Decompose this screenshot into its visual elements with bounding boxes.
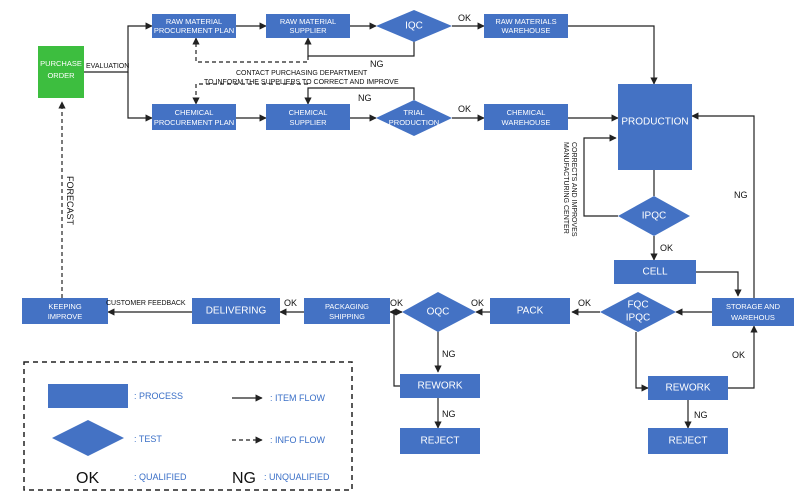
svg-text:CHEMICAL: CHEMICAL [507, 108, 546, 117]
ok-label-ipqc: OK [660, 243, 673, 253]
ok-label-rework-right: OK [732, 350, 745, 360]
trial-production-test: TRIAL PRODUCTION [376, 100, 452, 136]
rework-left: REWORK [400, 374, 480, 398]
svg-text:IQC: IQC [405, 21, 423, 32]
fqc-ipqc-test: FQC IPQC [600, 292, 676, 332]
svg-text:PACK: PACK [517, 306, 544, 317]
svg-text:RAW MATERIAL: RAW MATERIAL [280, 17, 336, 26]
reject-left: REJECT [400, 428, 480, 454]
raw-material-procurement-plan: RAW MATERIAL PROCUREMENT PLAN [152, 14, 236, 38]
connectors [58, 22, 758, 429]
manufacturing-label-line2: CORRECTS AND IMPROVES [570, 142, 577, 237]
storage-and-warehouse: STORAGE AND WAREHOUS [712, 298, 794, 326]
reject-right: REJECT [648, 428, 728, 454]
svg-text:REJECT: REJECT [669, 436, 708, 447]
svg-text:CHEMICAL: CHEMICAL [175, 108, 214, 117]
ng-label-iqc: NG [370, 59, 384, 69]
delivering: DELIVERING [192, 298, 280, 324]
keeping-improve: KEEPING IMPROVE [22, 298, 108, 324]
ok-label-oqc: OK [390, 298, 403, 308]
ng-label-rework-left: NG [442, 409, 456, 419]
legend-process-label: : PROCESS [134, 391, 183, 401]
svg-text:IMPROVE: IMPROVE [48, 312, 83, 321]
svg-text:REWORK: REWORK [418, 381, 463, 392]
ipqc-test: IPQC [618, 196, 690, 236]
forecast-label: FORECAST [65, 176, 75, 226]
evaluation-label: EVALUATION [86, 63, 129, 70]
svg-text:REWORK: REWORK [666, 383, 711, 394]
chemical-warehouse: CHEMICAL WAREHOUSE [484, 104, 568, 130]
svg-text:IPQC: IPQC [642, 211, 666, 222]
legend-item-flow-label: : ITEM FLOW [270, 393, 326, 403]
legend-process-swatch [48, 384, 128, 408]
legend-ok-symbol: OK [76, 470, 99, 487]
contact-label-line2: TO INFORM THE SUPPLIERS TO CORRECT AND I… [204, 79, 399, 86]
packaging-shipping: PACKAGING SHIPPING [304, 298, 390, 324]
chemical-procurement-plan: CHEMICAL PROCUREMENT PLAN [152, 104, 236, 130]
svg-text:OQC: OQC [427, 307, 450, 318]
svg-text:WAREHOUS: WAREHOUS [731, 313, 775, 322]
oqc-test: OQC [402, 292, 476, 332]
svg-text:PACKAGING: PACKAGING [325, 302, 369, 311]
raw-materials-warehouse: RAW MATERIALS WAREHOUSE [484, 14, 568, 38]
legend-frame [23, 361, 353, 491]
manufacturing-label-line1: MANUFACTURING CENTER [562, 142, 569, 234]
ok-label-fqc: OK [578, 298, 591, 308]
contact-label-line1: CONTACT PURCHASING DEPARTMENT [236, 70, 368, 77]
purchase-order: PURCHASE ORDER [38, 46, 84, 98]
ng-label-oqc: NG [442, 349, 456, 359]
svg-text:WAREHOUSE: WAREHOUSE [502, 26, 551, 35]
legend-test-label: : TEST [134, 434, 162, 444]
ng-label-storage: NG [734, 190, 748, 200]
flow-labels: EVALUATION CONTACT PURCHASING DEPARTMENT… [65, 13, 748, 420]
ok-label-packaging: OK [284, 298, 297, 308]
svg-text:STORAGE AND: STORAGE AND [726, 302, 781, 311]
legend-unqualified-label: : UNQUALIFIED [264, 472, 330, 482]
svg-text:CHEMICAL: CHEMICAL [289, 108, 328, 117]
svg-text:FQC: FQC [627, 300, 648, 311]
svg-text:PROCUREMENT PLAN: PROCUREMENT PLAN [154, 118, 234, 127]
svg-text:PROCUREMENT PLAN: PROCUREMENT PLAN [154, 26, 234, 35]
svg-text:PRODUCTION: PRODUCTION [621, 117, 688, 128]
purchase-order-line1: PURCHASE [40, 59, 82, 68]
svg-text:REJECT: REJECT [421, 436, 460, 447]
svg-text:SUPPLIER: SUPPLIER [289, 118, 327, 127]
customer-feedback-label: CUSTOMER FEEDBACK [106, 300, 186, 307]
svg-text:IPQC: IPQC [626, 313, 650, 324]
legend-info-flow-label: : INFO FLOW [270, 435, 326, 445]
ng-label-trial: NG [358, 93, 372, 103]
production: PRODUCTION [618, 84, 692, 170]
svg-text:WAREHOUSE: WAREHOUSE [502, 118, 551, 127]
svg-text:TRIAL: TRIAL [403, 108, 424, 117]
legend-ng-symbol: NG [232, 470, 256, 487]
svg-text:RAW MATERIALS: RAW MATERIALS [495, 17, 556, 26]
ok-label-trial: OK [458, 104, 471, 114]
legend-qualified-label: : QUALIFIED [134, 472, 187, 482]
ng-label-rework-right: NG [694, 410, 708, 420]
svg-text:RAW MATERIAL: RAW MATERIAL [166, 17, 222, 26]
svg-text:SUPPLIER: SUPPLIER [289, 26, 327, 35]
cell: CELL [614, 260, 696, 284]
legend: : PROCESS : TEST OK : QUALIFIED : ITEM F… [23, 361, 353, 491]
purchase-order-line2: ORDER [47, 71, 75, 80]
svg-text:PRODUCTION: PRODUCTION [389, 118, 439, 127]
rework-right: REWORK [648, 376, 728, 400]
iqc-test: IQC [376, 10, 452, 42]
svg-text:KEEPING: KEEPING [48, 302, 82, 311]
ok-label-pack: OK [471, 298, 484, 308]
chemical-supplier: CHEMICAL SUPPLIER [266, 104, 350, 130]
svg-text:SHIPPING: SHIPPING [329, 312, 365, 321]
legend-test-swatch [52, 420, 124, 456]
pack: PACK [490, 298, 570, 324]
raw-material-supplier: RAW MATERIAL SUPPLIER [266, 14, 350, 38]
svg-text:DELIVERING: DELIVERING [206, 306, 267, 317]
svg-text:CELL: CELL [642, 267, 667, 278]
ok-label-iqc: OK [458, 13, 471, 23]
